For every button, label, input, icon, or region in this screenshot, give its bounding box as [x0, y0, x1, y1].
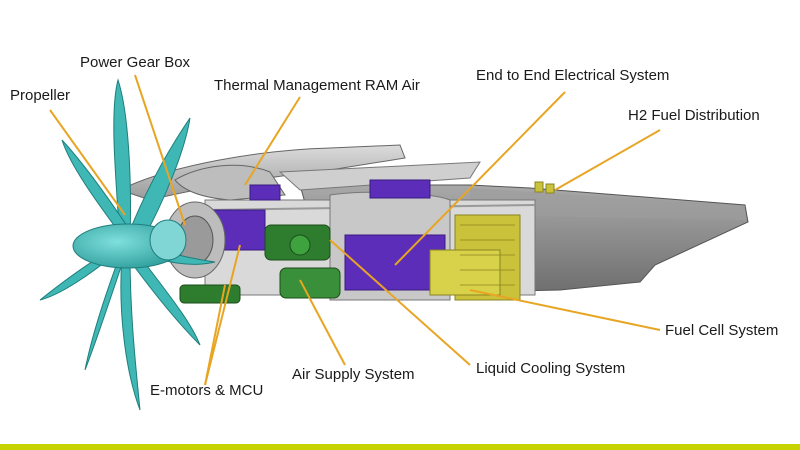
electrical-system-components: [209, 179, 446, 291]
label-fuel-cell: Fuel Cell System: [665, 322, 779, 339]
leader-h2-fuel: [554, 129, 661, 191]
leader-liquid-cooling: [329, 239, 471, 366]
leader-power-gear-box: [134, 74, 186, 226]
leader-air-supply: [299, 279, 346, 366]
leader-e-motors: [204, 244, 241, 386]
label-air-supply: Air Supply System: [292, 366, 415, 383]
label-liquid-cooling: Liquid Cooling System: [476, 360, 626, 377]
leader-lines: [49, 74, 661, 386]
label-propeller: Propeller: [10, 87, 71, 104]
leader-fuel-cell: [469, 289, 661, 331]
label-e-motors: E-motors & MCU: [150, 382, 264, 399]
label-thermal-management: Thermal Management RAM Air: [214, 77, 420, 94]
leader-electrical-system: [394, 91, 566, 266]
h2-fuel-parts: [534, 181, 555, 194]
fuel-cell-stack: [429, 214, 521, 301]
leader-e-motors-2: [204, 284, 226, 386]
accent-bar: [0, 444, 800, 450]
leader-propeller: [49, 109, 126, 216]
label-h2-fuel: H2 Fuel Distribution: [628, 107, 760, 124]
ram-air-shroud: [118, 144, 481, 201]
propeller: [39, 78, 216, 411]
label-electrical-system: End to End Electrical System: [476, 67, 670, 84]
label-power-gear-box: Power Gear Box: [80, 54, 191, 71]
leader-thermal-management: [244, 96, 301, 186]
